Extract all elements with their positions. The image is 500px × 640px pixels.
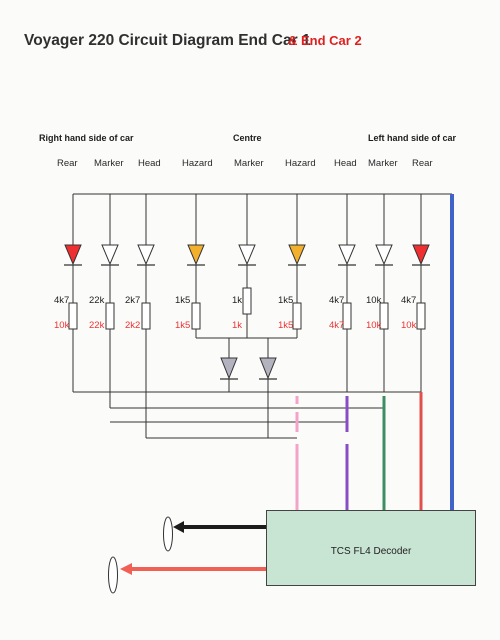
page-title-suffix: & End Car 2	[288, 33, 362, 48]
resistor-value-car1: 1k5	[278, 295, 294, 306]
column-label: Marker	[368, 158, 398, 169]
diode-centre-left	[220, 357, 238, 380]
resistor-marker-centre	[242, 287, 252, 315]
resistor-value-car2: 22k	[89, 320, 105, 331]
page-title: Voyager 220 Circuit Diagram End Car 1	[24, 32, 311, 49]
led-head-right	[137, 244, 155, 266]
column-label: Rear	[412, 158, 433, 169]
diode-centre-right	[259, 357, 277, 380]
decoder-label: TCS FL4 Decoder	[330, 546, 412, 557]
resistor-head-right	[141, 302, 151, 330]
column-label: Marker	[94, 158, 124, 169]
resistor-hazard-left	[292, 302, 302, 330]
resistor-value-car2: 1k5	[175, 320, 191, 331]
resistor-value-car2: 10k	[54, 320, 70, 331]
resistor-value-car1: 4k7	[54, 295, 70, 306]
resistor-marker-right	[105, 302, 115, 330]
output-lamp-top	[163, 516, 173, 552]
led-rear-left	[412, 244, 430, 266]
resistor-hazard-right	[191, 302, 201, 330]
resistor-value-car1: 4k7	[329, 295, 345, 306]
section-left: Left hand side of car	[368, 133, 457, 143]
output-lamp-bottom	[108, 556, 118, 594]
decoder-box: TCS FL4 Decoder	[266, 510, 476, 586]
resistor-value-car1: 1k	[232, 295, 243, 306]
resistor-value-car1: 2k7	[125, 295, 141, 306]
resistor-value-car2: 1k	[232, 320, 243, 331]
resistor-rear-left	[416, 302, 426, 330]
led-rear-right	[64, 244, 82, 266]
column-label: Hazard	[182, 158, 213, 169]
section-centre: Centre	[233, 133, 262, 143]
column-label: Head	[138, 158, 161, 169]
black-arrow-head	[173, 521, 184, 533]
resistor-value-car2: 2k2	[125, 320, 141, 331]
column-label: Marker	[234, 158, 264, 169]
resistor-value-car1: 4k7	[401, 295, 417, 306]
resistor-value-car1: 10k	[366, 295, 382, 306]
column-label: Rear	[57, 158, 78, 169]
led-head-left	[338, 244, 356, 266]
resistor-value-car1: 22k	[89, 295, 105, 306]
resistor-head-left	[342, 302, 352, 330]
resistor-value-car2: 1k5	[278, 320, 294, 331]
section-right: Right hand side of car	[39, 133, 134, 143]
resistor-value-car1: 1k5	[175, 295, 191, 306]
resistor-value-car2: 4k7	[329, 320, 345, 331]
led-hazard-right	[187, 244, 205, 266]
red-arrow-head	[120, 563, 132, 575]
led-marker-right	[101, 244, 119, 266]
resistor-marker-left	[379, 302, 389, 330]
resistor-rear-right	[68, 302, 78, 330]
led-marker-left	[375, 244, 393, 266]
column-label: Hazard	[285, 158, 316, 169]
resistor-value-car2: 10k	[366, 320, 382, 331]
led-hazard-left	[288, 244, 306, 266]
led-marker-centre	[238, 244, 256, 266]
column-label: Head	[334, 158, 357, 169]
resistor-value-car2: 10k	[401, 320, 417, 331]
